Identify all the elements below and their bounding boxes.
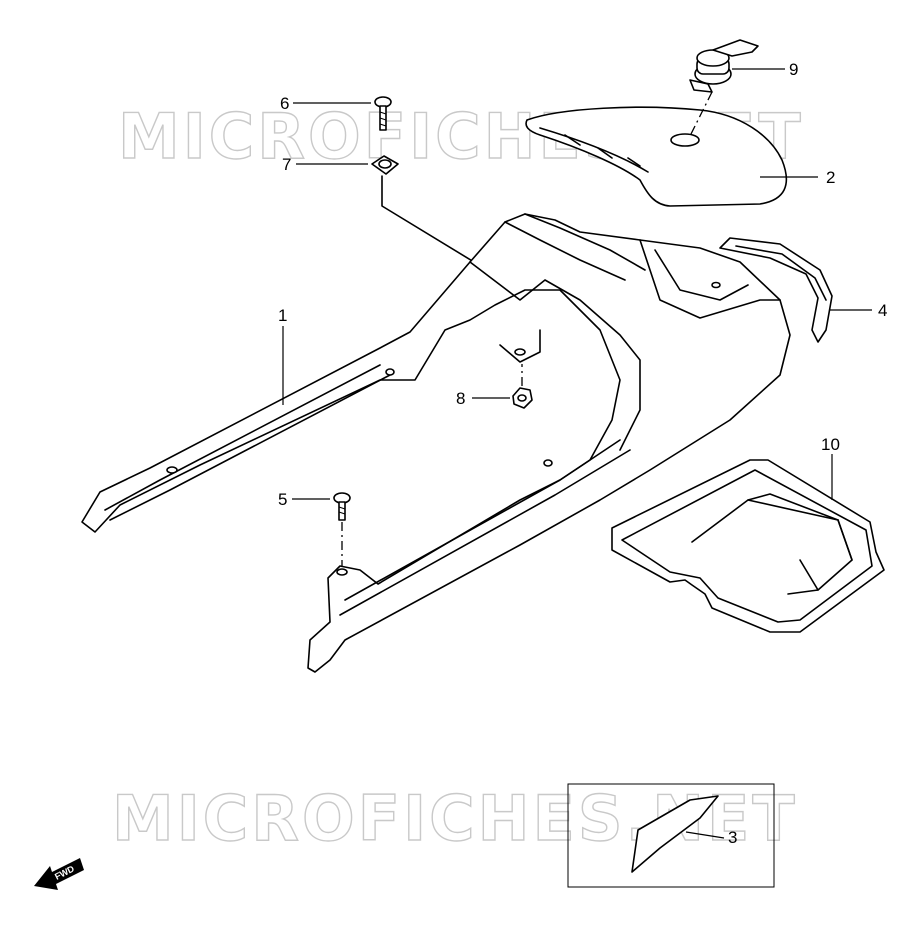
- callout-10: 10: [821, 435, 840, 454]
- part-10-tray: [611, 459, 885, 633]
- callout-8: 8: [456, 389, 465, 408]
- part-8-nut: [512, 387, 533, 409]
- part-7-grommet: [371, 155, 399, 175]
- part-9-axis-line: [689, 91, 713, 137]
- callout-6: 6: [280, 94, 289, 113]
- callout-1: 1: [278, 306, 287, 325]
- callout-2: 2: [826, 168, 835, 187]
- part-4-rubber-strip: [719, 237, 833, 343]
- callout-5: 5: [278, 490, 287, 509]
- part-3-trim-piece: [631, 795, 719, 873]
- callout-9: 9: [789, 60, 798, 79]
- part-9-seat-lock: [689, 39, 759, 93]
- callout-7: 7: [282, 155, 291, 174]
- inset-box: [567, 783, 775, 888]
- leader-3: [685, 831, 725, 839]
- part-6-screw: [374, 96, 392, 131]
- fwd-arrow-icon: FWD: [34, 858, 84, 890]
- callout-4: 4: [878, 301, 887, 320]
- part-1-frame: [81, 213, 791, 673]
- part-5-screw: [333, 492, 351, 521]
- part-2-seat-cowl: [525, 106, 788, 207]
- callout-3: 3: [728, 828, 737, 847]
